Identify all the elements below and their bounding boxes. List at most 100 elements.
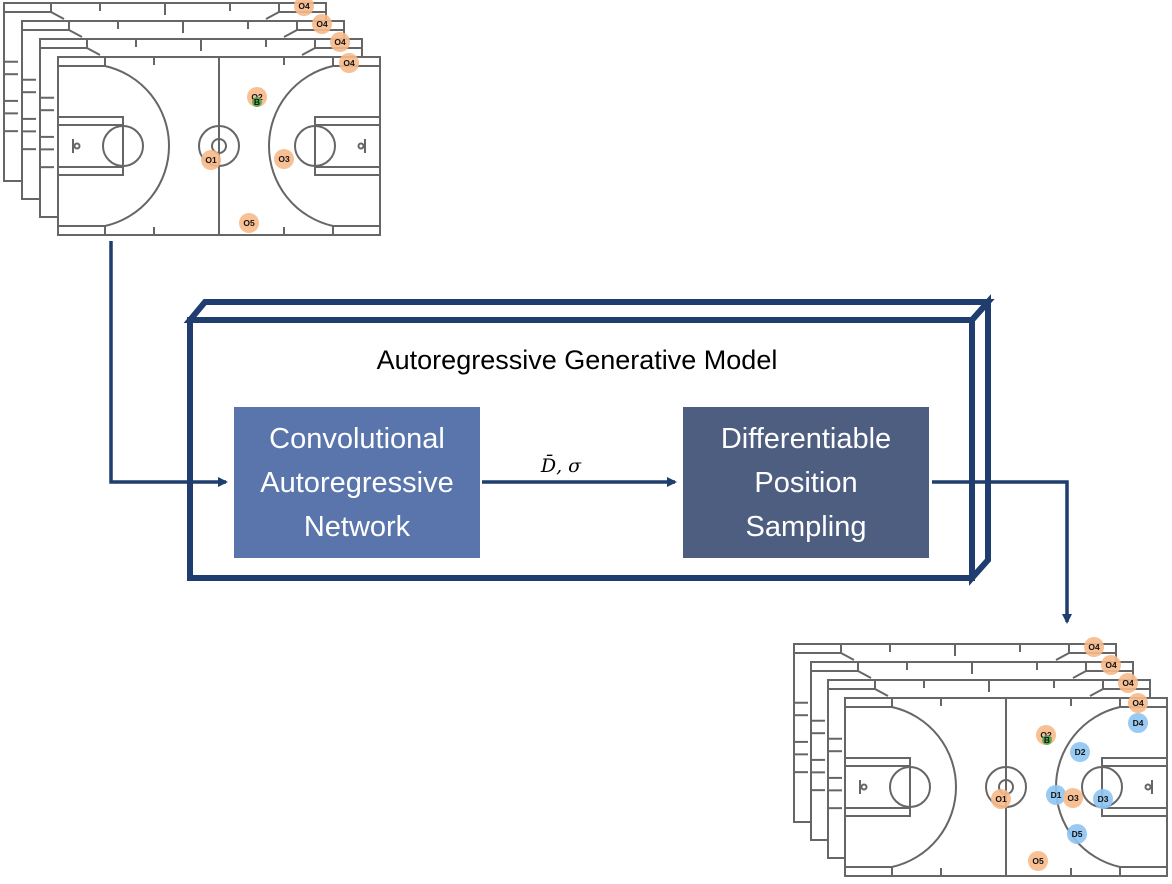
player-marker-o1: O1 (201, 150, 221, 170)
player-marker-b: B (252, 97, 262, 107)
player-dot (252, 97, 262, 107)
cnn-block[interactable]: Convolutional Autoregressive Network (234, 407, 480, 558)
center-inner-circle (211, 138, 227, 154)
three-point-arc (268, 65, 334, 227)
player-label: O4 (343, 58, 355, 68)
output-arrow (932, 480, 1072, 624)
sampler-block-line-3: Sampling (746, 511, 867, 543)
player-dot (239, 213, 259, 233)
paint-area (1101, 757, 1168, 817)
player-label: O5 (243, 218, 255, 228)
player-marker-o5: O5 (239, 213, 259, 233)
cnn-block-line-2: Autoregressive (260, 467, 453, 499)
player-label: D4 (1133, 718, 1144, 728)
model-frame-front-face (187, 317, 975, 581)
three-point-arc (891, 706, 957, 868)
player-marker-b: B (1042, 735, 1052, 745)
rim (73, 142, 81, 150)
three-point-arc (840, 652, 855, 661)
sampler-block-box (683, 407, 929, 558)
player-marker-o3: O3 (274, 149, 294, 169)
player-label: O4 (1122, 678, 1134, 688)
player-label: D2 (1075, 747, 1086, 757)
three-point-arc (857, 670, 872, 679)
three-point-arc (1055, 652, 1070, 661)
three-point-arc (265, 11, 280, 20)
player-marker-o1: O1 (991, 789, 1011, 809)
player-dot (312, 14, 332, 34)
input-court-stack: O4O4O4O4O2BO1O3O5 (3, 0, 381, 236)
three-point-arc (1089, 688, 1104, 697)
player-label: B (1044, 735, 1050, 745)
player-label: O4 (298, 1, 310, 11)
sampler-block-line-2: Position (754, 467, 857, 499)
player-dot (1118, 673, 1138, 693)
player-dot (1067, 824, 1087, 844)
cnn-block-box (234, 407, 480, 558)
free-throw-circle (889, 766, 931, 808)
three-point-arc (86, 47, 101, 56)
three-point-arc (874, 688, 889, 697)
player-label: O4 (1105, 660, 1117, 670)
player-marker-o4: O4 (1118, 673, 1138, 693)
player-dot (1046, 785, 1066, 805)
input-arrow (109, 241, 228, 487)
player-marker-o4: O4 (339, 53, 359, 73)
court-frame-current (57, 56, 381, 236)
player-label: O3 (278, 154, 290, 164)
player-marker-d4: D4 (1128, 713, 1148, 733)
player-dot (274, 149, 294, 169)
paint-area (314, 116, 381, 176)
player-dot (201, 150, 221, 170)
three-point-arc (1072, 670, 1087, 679)
player-label: O4 (316, 19, 328, 29)
paint-area (57, 116, 124, 176)
player-marker-d1: D1 (1046, 785, 1066, 805)
player-marker-o4: O4 (1101, 655, 1121, 675)
rim (357, 142, 365, 150)
free-throw-circle (294, 125, 336, 167)
player-dot (1070, 742, 1090, 762)
sampler-block-line-1: Differentiable (721, 423, 891, 455)
edge-label-dbar-sigma: D̄, σ (540, 454, 582, 477)
player-marker-o3: O3 (1063, 788, 1083, 808)
three-point-arc (301, 47, 316, 56)
player-label: D3 (1098, 794, 1109, 804)
three-point-arc (50, 11, 65, 20)
player-marker-o4: O4 (294, 0, 314, 16)
three-point-arc (283, 29, 298, 38)
three-point-arc (68, 29, 83, 38)
player-dot (1042, 735, 1052, 745)
player-label: O4 (1088, 642, 1100, 652)
player-dot (1028, 851, 1048, 871)
player-marker-o4: O4 (312, 14, 332, 34)
player-label: O5 (1032, 856, 1044, 866)
player-label: O2 (1040, 730, 1052, 740)
player-dot (1084, 637, 1104, 657)
cnn-block-line-3: Network (304, 511, 411, 543)
player-label: O1 (995, 794, 1007, 804)
player-marker-d2: D2 (1070, 742, 1090, 762)
player-label: O4 (334, 37, 346, 47)
player-label: D5 (1072, 829, 1083, 839)
player-dot (1063, 788, 1083, 808)
three-point-arc (104, 65, 170, 227)
player-label: O4 (1132, 698, 1144, 708)
model-title: Autoregressive Generative Model (377, 345, 778, 375)
player-marker-d3: D3 (1093, 789, 1113, 809)
player-dot (330, 32, 350, 52)
model-frame (183, 294, 995, 586)
rim (860, 783, 868, 791)
player-dot (339, 53, 359, 73)
sampler-block[interactable]: Differentiable Position Sampling (683, 407, 929, 558)
player-marker-d5: D5 (1067, 824, 1087, 844)
player-dot (1128, 693, 1148, 713)
player-label: O3 (1067, 793, 1079, 803)
player-marker-o4: O4 (330, 32, 350, 52)
player-marker-o5: O5 (1028, 851, 1048, 871)
player-label: O2 (251, 92, 263, 102)
player-label: O1 (205, 155, 217, 165)
court-frame-current (844, 697, 1168, 877)
